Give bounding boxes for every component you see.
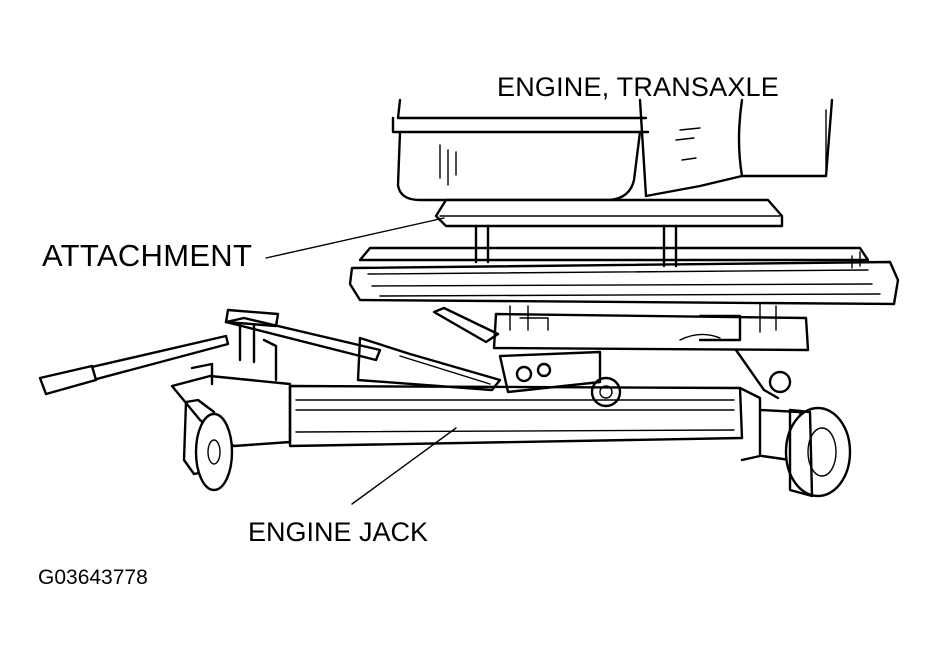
jack-saddle-frame — [348, 246, 900, 306]
label-engine-jack: ENGINE JACK — [248, 517, 429, 547]
pump-handle — [38, 308, 502, 396]
lift-mechanism — [432, 303, 810, 408]
attachment-plate — [434, 198, 784, 268]
label-engine-transaxle: ENGINE, TRANSAXLE — [497, 72, 779, 102]
attachment-leader-line — [265, 217, 445, 259]
label-attachment: ATTACHMENT — [42, 238, 253, 273]
engine-jack-leader-line — [351, 427, 457, 505]
engine-transaxle-drawing — [391, 98, 834, 202]
figure-id: G03643778 — [38, 566, 148, 589]
caster-wheels — [182, 398, 852, 498]
